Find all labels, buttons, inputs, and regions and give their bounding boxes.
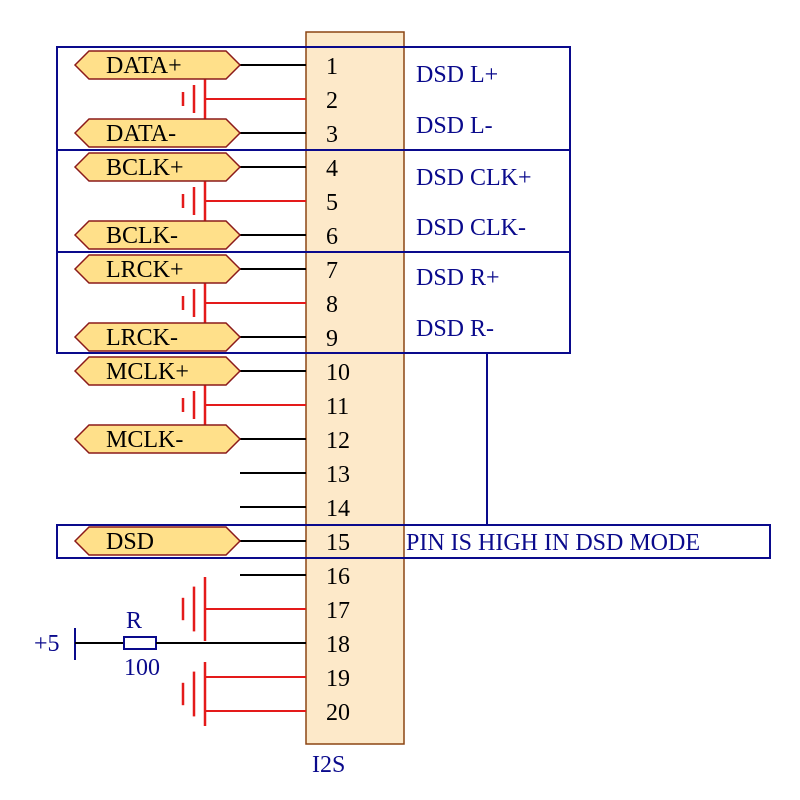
port-dsd-label: DSD xyxy=(106,529,154,555)
dsd-label-r-plus: DSD R+ xyxy=(416,265,500,291)
dsd-label-l-minus: DSD L- xyxy=(416,113,493,139)
port-dsd: DSD xyxy=(73,526,242,556)
dsd-label-r-minus: DSD R- xyxy=(416,316,494,342)
ground-symbols xyxy=(181,79,207,726)
pin-number: 2 xyxy=(326,88,338,114)
resistor-body xyxy=(123,636,157,650)
ground-icon xyxy=(181,385,207,425)
port-mclk-plus: MCLK+ xyxy=(73,356,242,386)
connector-body xyxy=(305,31,405,745)
pin-number: 16 xyxy=(326,564,350,590)
pin-wires xyxy=(205,64,306,712)
supply-label: +5 xyxy=(34,631,60,657)
pin-number: 8 xyxy=(326,292,338,318)
ground-icon xyxy=(181,283,207,323)
pin-number: 12 xyxy=(326,428,350,454)
port-data-plus-label: DATA+ xyxy=(106,53,182,79)
port-lrck-minus: LRCK- xyxy=(73,322,242,352)
pin-number: 6 xyxy=(326,224,338,250)
pin-number: 19 xyxy=(326,666,350,692)
pin-number: 14 xyxy=(326,496,350,522)
dsd-label-clk-minus: DSD CLK- xyxy=(416,215,526,241)
pin-number: 3 xyxy=(326,122,338,148)
pin-number: 9 xyxy=(326,326,338,352)
pin-number: 11 xyxy=(326,394,349,420)
resistor-circuit: +5 R 100 xyxy=(34,608,306,681)
dsd-box-mode xyxy=(56,524,771,559)
pin-number: 13 xyxy=(326,462,350,488)
ground-icon xyxy=(181,662,207,726)
pin-number: 20 xyxy=(326,700,350,726)
ground-icon xyxy=(181,577,207,641)
port-data-plus: DATA+ xyxy=(73,50,242,80)
dsd-box-lrck xyxy=(56,251,571,354)
ground-icon xyxy=(181,79,207,119)
connector-name: I2S xyxy=(312,752,345,778)
pin-number: 17 xyxy=(326,598,350,624)
pin-number: 10 xyxy=(326,360,350,386)
pin-number: 15 xyxy=(326,530,350,556)
dsd-group-boxes xyxy=(56,46,771,559)
pin-number: 4 xyxy=(326,156,338,182)
pin-number: 7 xyxy=(326,258,338,284)
dsd-mode-note: PIN IS HIGH IN DSD MODE xyxy=(406,530,700,556)
pin-number: 1 xyxy=(326,54,338,80)
port-mclk-plus-label: MCLK+ xyxy=(106,359,189,385)
ground-icon xyxy=(181,181,207,221)
port-bclk-plus: BCLK+ xyxy=(73,152,242,182)
dsd-label-clk-plus: DSD CLK+ xyxy=(416,165,532,191)
port-lrck-minus-label: LRCK- xyxy=(106,325,178,351)
port-bclk-minus: BCLK- xyxy=(73,220,242,250)
pin-number: 5 xyxy=(326,190,338,216)
resistor-value: 100 xyxy=(124,655,160,681)
port-data-minus: DATA- xyxy=(73,118,242,148)
port-data-minus-label: DATA- xyxy=(106,121,176,147)
port-lrck-plus: LRCK+ xyxy=(73,254,242,284)
port-mclk-minus-label: MCLK- xyxy=(106,427,183,453)
port-lrck-plus-label: LRCK+ xyxy=(106,257,184,283)
port-bclk-plus-label: BCLK+ xyxy=(106,155,184,181)
pin-number: 18 xyxy=(326,632,350,658)
dsd-label-l-plus: DSD L+ xyxy=(416,62,498,88)
port-symbols: DATA+ DATA- BCLK+ BCLK- LRCK+ LRCK- MCLK+ MCLK-… xyxy=(73,50,242,556)
port-mclk-minus: MCLK- xyxy=(73,424,242,454)
resistor-ref: R xyxy=(126,608,142,634)
port-bclk-minus-label: BCLK- xyxy=(106,223,178,249)
